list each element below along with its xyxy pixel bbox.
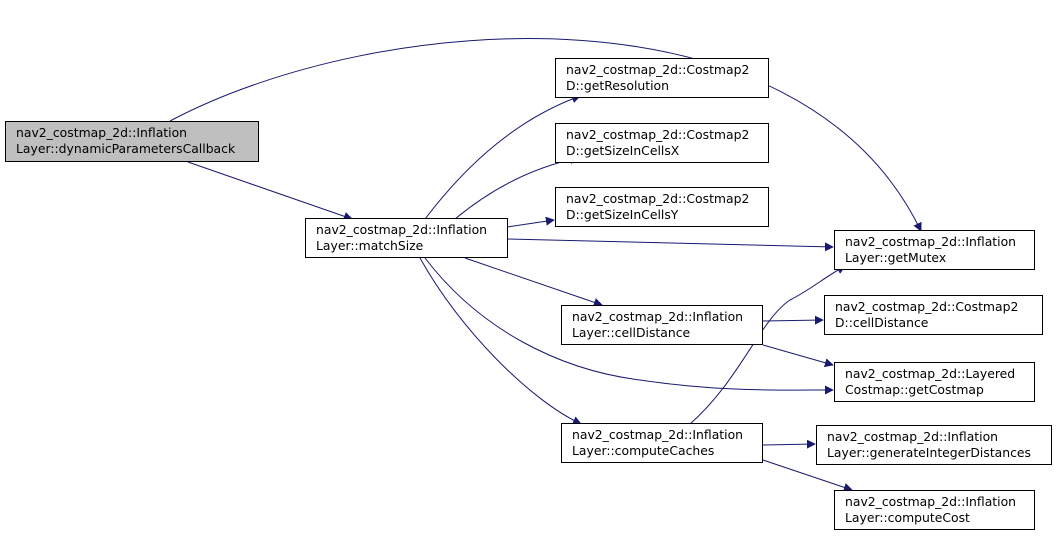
node-label-line2: Layer::cellDistance <box>572 325 691 340</box>
node-compute-caches[interactable]: nav2_costmap_2d::Inflation Layer::comput… <box>561 423 763 463</box>
node-compute-cost[interactable]: nav2_costmap_2d::Inflation Layer::comput… <box>834 490 1035 530</box>
edge-matchsize-to-celldistance-il <box>464 257 603 307</box>
edge-computecaches-to-computecost <box>762 459 853 492</box>
node-label-line2: Costmap::getCostmap <box>845 382 984 397</box>
node-label-line2: D::getSizeInCellsX <box>566 143 680 158</box>
node-dynamic-parameters-callback: nav2_costmap_2d::Inflation Layer::dynami… <box>5 121 259 162</box>
node-label-line2: Layer::generateIntegerDistances <box>827 445 1032 460</box>
node-get-mutex[interactable]: nav2_costmap_2d::Inflation Layer::getMut… <box>834 230 1035 270</box>
node-label-line2: D::cellDistance <box>835 315 929 330</box>
node-label-line1: nav2_costmap_2d::Layered <box>845 366 1016 381</box>
node-get-size-in-cells-x[interactable]: nav2_costmap_2d::Costmap2 D::getSizeInCe… <box>555 123 769 163</box>
edge-celldistance-il-to-getcostmap <box>762 344 834 368</box>
node-label-line1: nav2_costmap_2d::Inflation <box>827 429 999 444</box>
node-label-line1: nav2_costmap_2d::Costmap2 <box>835 299 1019 314</box>
edge-matchsize-to-getresolution <box>424 94 581 220</box>
node-label-line2: Layer::getMutex <box>845 250 947 265</box>
edge-matchsize-to-getmutex <box>506 238 834 252</box>
node-cell-distance-inflation-layer[interactable]: nav2_costmap_2d::Inflation Layer::cellDi… <box>561 305 763 345</box>
node-label-line1: nav2_costmap_2d::Costmap2 <box>566 191 750 206</box>
node-get-costmap[interactable]: nav2_costmap_2d::Layered Costmap::getCos… <box>834 362 1035 402</box>
node-label-line2: Layer::computeCaches <box>572 443 715 458</box>
edge-matchsize-to-computecaches <box>419 257 582 425</box>
node-cell-distance-costmap2d[interactable]: nav2_costmap_2d::Costmap2 D::cellDistanc… <box>824 295 1043 335</box>
edge-root-to-matchsize <box>187 161 353 221</box>
node-generate-integer-distances[interactable]: nav2_costmap_2d::Inflation Layer::genera… <box>816 425 1052 465</box>
node-label-line2: D::getSizeInCellsY <box>566 207 679 222</box>
edge-computecaches-to-getmutex <box>689 265 846 425</box>
edge-computecaches-to-generateintegerdistances <box>762 439 816 449</box>
edge-root-to-getmutex <box>169 38 922 232</box>
edge-matchsize-to-getsizeincellsy <box>506 216 555 228</box>
node-label-line2: Layer::dynamicParametersCallback <box>16 141 236 156</box>
node-label-line1: nav2_costmap_2d::Costmap2 <box>566 62 750 77</box>
node-label-line2: Layer::matchSize <box>316 238 424 253</box>
node-match-size[interactable]: nav2_costmap_2d::Inflation Layer::matchS… <box>305 218 508 258</box>
node-label-line1: nav2_costmap_2d::Inflation <box>572 309 744 324</box>
edge-celldistance-il-to-celldistance-c2d <box>762 315 824 325</box>
node-label-line2: D::getResolution <box>566 78 669 93</box>
edge-matchsize-to-getcostmap <box>424 257 834 395</box>
node-label-line1: nav2_costmap_2d::Costmap2 <box>566 127 750 142</box>
node-label-line1: nav2_costmap_2d::Inflation <box>572 427 744 442</box>
node-label-line1: nav2_costmap_2d::Inflation <box>845 494 1017 509</box>
node-label-line1: nav2_costmap_2d::Inflation <box>316 222 488 237</box>
node-get-size-in-cells-y[interactable]: nav2_costmap_2d::Costmap2 D::getSizeInCe… <box>555 187 769 227</box>
node-label-line1: nav2_costmap_2d::Inflation <box>16 125 188 140</box>
node-label-line1: nav2_costmap_2d::Inflation <box>845 234 1017 249</box>
node-label-line2: Layer::computeCost <box>845 510 970 525</box>
node-get-resolution[interactable]: nav2_costmap_2d::Costmap2 D::getResoluti… <box>555 58 769 98</box>
